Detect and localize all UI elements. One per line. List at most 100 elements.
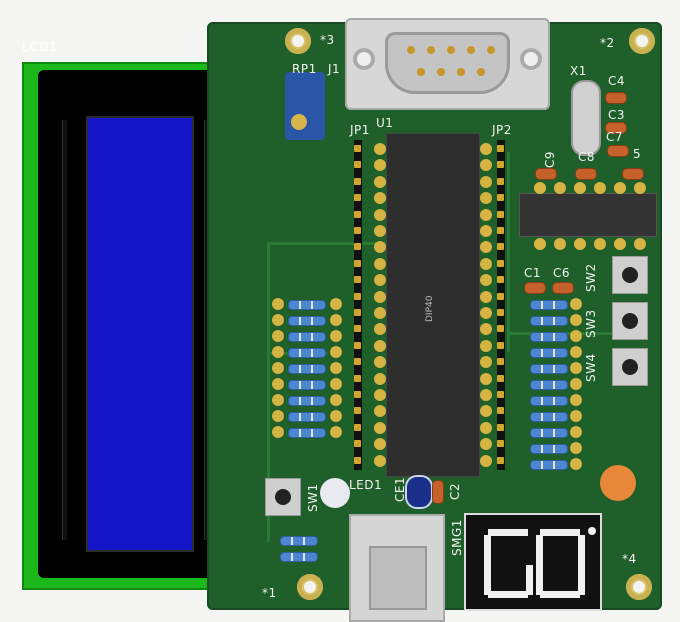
resistor xyxy=(530,316,568,326)
header-pin xyxy=(354,358,361,366)
segment xyxy=(540,529,580,536)
chip-pad xyxy=(480,274,492,287)
header-pin xyxy=(497,391,504,398)
label-sw1: SW1 xyxy=(306,483,320,512)
header-pin xyxy=(497,227,504,234)
label-sw2: SW2 xyxy=(584,263,598,292)
label-led1: LED1 xyxy=(349,478,383,492)
chip-pad xyxy=(374,159,386,172)
resistor xyxy=(530,332,568,342)
usb-connector xyxy=(349,514,445,622)
header-pin xyxy=(497,194,504,202)
resistor xyxy=(288,300,326,310)
resistor xyxy=(530,396,568,406)
resistor-pad xyxy=(570,410,582,422)
led xyxy=(320,478,350,508)
resistor-pad xyxy=(570,314,582,326)
chip-pad xyxy=(374,225,386,237)
chip-pad xyxy=(374,143,386,155)
ic-pad xyxy=(554,182,566,194)
header-pin xyxy=(354,456,361,464)
resistor-pad xyxy=(330,330,342,342)
label-c1: C1 xyxy=(524,266,542,280)
label-ce1: CE1 xyxy=(393,476,407,502)
header-pin xyxy=(354,177,361,185)
label-c5: 5 xyxy=(633,147,642,161)
resistor xyxy=(288,332,326,342)
resistor xyxy=(530,444,568,454)
mounting-hole xyxy=(626,574,652,600)
segment xyxy=(484,535,491,565)
header-pin xyxy=(497,292,504,300)
header-pin xyxy=(354,423,361,431)
header-pin xyxy=(354,145,361,152)
header-pin xyxy=(354,325,361,333)
resistor xyxy=(530,300,568,310)
chip-pad xyxy=(480,438,492,451)
seven-segment-display xyxy=(464,513,602,611)
resistor xyxy=(288,348,326,358)
label-c9: C9 xyxy=(543,150,557,168)
resistor-pad xyxy=(570,458,582,470)
chip-pad xyxy=(374,421,386,434)
potentiometer-knob xyxy=(291,114,307,130)
ic-pad xyxy=(614,182,626,194)
chip-pad xyxy=(374,307,386,319)
mounting-hole xyxy=(297,574,323,600)
chip-pad xyxy=(480,175,492,188)
potentiometer xyxy=(285,72,325,140)
header-pin xyxy=(354,374,361,382)
header-pin xyxy=(354,407,361,415)
capacitor xyxy=(622,168,644,180)
header-pin xyxy=(354,227,361,234)
capacitor xyxy=(535,168,557,180)
resistor xyxy=(530,380,568,390)
resistor xyxy=(288,396,326,406)
pin-header-jp2 xyxy=(497,140,505,470)
header-pin xyxy=(354,276,361,284)
capacitor xyxy=(552,282,574,294)
capacitor xyxy=(605,92,627,104)
ic-pad xyxy=(534,182,546,194)
resistor xyxy=(288,412,326,422)
segment xyxy=(578,535,585,565)
ic-pad xyxy=(574,238,586,250)
resistor-pad xyxy=(570,362,582,374)
connector-pin xyxy=(417,68,425,76)
header-pin xyxy=(497,456,504,464)
chip-pad xyxy=(374,192,386,205)
chip-pad xyxy=(480,389,492,401)
resistor xyxy=(530,364,568,374)
ic-pad xyxy=(574,182,586,194)
segment xyxy=(484,565,491,595)
trace xyxy=(507,152,510,352)
ic-pad xyxy=(594,238,606,250)
decimal-point xyxy=(588,527,596,535)
label-jp2: JP2 xyxy=(492,123,512,137)
header-pin xyxy=(354,440,361,448)
connector-pin xyxy=(427,46,435,54)
chip-pad xyxy=(374,372,386,385)
resistor xyxy=(288,364,326,374)
label-c2: C2 xyxy=(448,482,462,500)
chip-pad xyxy=(480,159,492,172)
label-c6: C6 xyxy=(553,266,571,280)
resistor-pad xyxy=(570,394,582,406)
trace xyxy=(267,242,467,245)
crystal-oscillator xyxy=(571,80,601,156)
chip-pad xyxy=(374,405,386,418)
header-pin xyxy=(497,440,504,448)
chip-pad xyxy=(480,372,492,385)
resistor-pad xyxy=(272,298,284,310)
resistor-pad xyxy=(570,298,582,310)
chip-pad xyxy=(480,421,492,434)
chip-pad xyxy=(480,307,492,319)
resistor xyxy=(530,412,568,422)
resistor xyxy=(288,316,326,326)
chip-pad xyxy=(374,454,386,467)
resistor xyxy=(280,536,318,546)
connector-pin xyxy=(437,68,445,76)
ic-pad xyxy=(614,238,626,250)
header-pin xyxy=(354,259,361,267)
resistor xyxy=(530,348,568,358)
